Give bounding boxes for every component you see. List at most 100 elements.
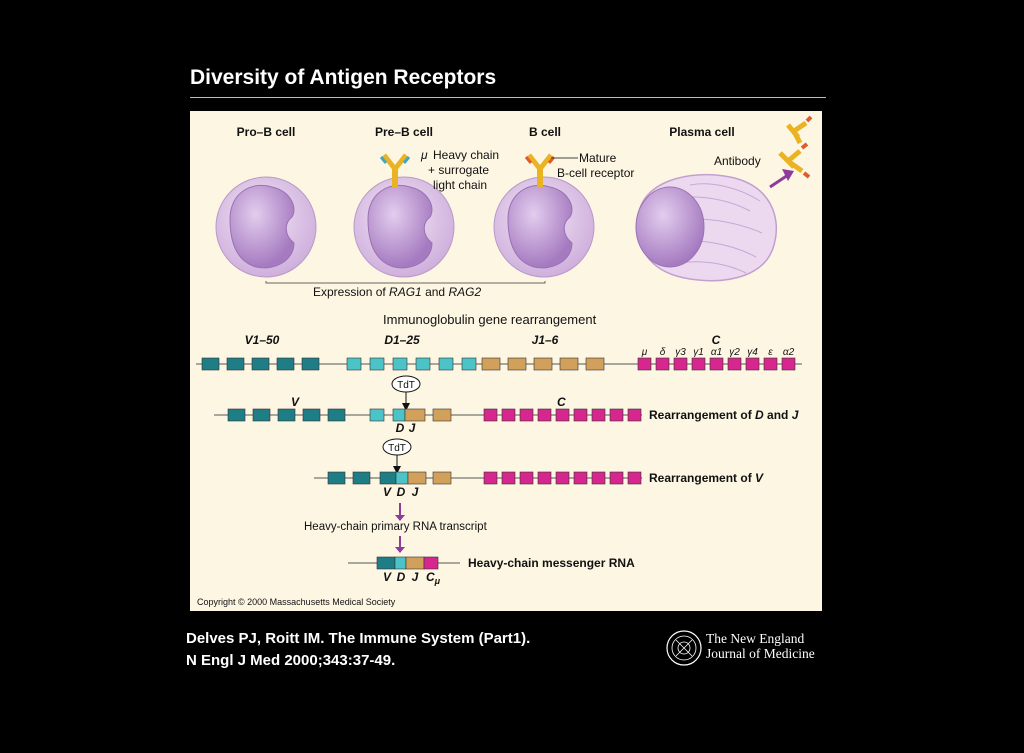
j-gene-segment xyxy=(533,357,553,371)
antibody-label: Antibody xyxy=(714,154,761,168)
v-gene-segment xyxy=(252,408,271,422)
v-gene-segment xyxy=(227,408,246,422)
c-gene-segment xyxy=(573,408,588,422)
mrna-c-segment xyxy=(423,556,439,570)
j-gene-segment xyxy=(407,471,427,485)
c-gene-segment xyxy=(655,357,670,371)
journal-name-line-2: Journal of Medicine xyxy=(706,646,815,661)
constant-gene-label: γ4 xyxy=(747,347,758,358)
light-chain-label: light chain xyxy=(433,178,487,192)
primary-transcript-label: Heavy-chain primary RNA transcript xyxy=(304,521,488,533)
v-gene-segment xyxy=(277,408,296,422)
c-gene-segment xyxy=(609,408,624,422)
citation: Delves PJ, Roitt IM. The Immune System (… xyxy=(186,628,530,672)
mrna-segments xyxy=(376,556,439,570)
c-gene-segment xyxy=(627,408,642,422)
pre-b-cell-label: Pre–B cell xyxy=(375,125,433,139)
c-gene-segment xyxy=(709,357,724,371)
c-gene-segment xyxy=(483,471,498,485)
v-gene-segment xyxy=(201,357,220,371)
title-divider xyxy=(190,97,826,98)
plasma-cell-label: Plasma cell xyxy=(669,125,734,139)
c-gene-segment xyxy=(691,357,706,371)
pro-b-cell xyxy=(215,176,317,278)
j-gene-segment xyxy=(481,357,501,371)
d-gene-segment xyxy=(346,357,362,371)
secretion-arrowhead-icon xyxy=(782,169,794,181)
b-cell-label: B cell xyxy=(529,125,561,139)
citation-line-2: N Engl J Med 2000;343:37-49. xyxy=(186,652,396,669)
c-gene-segment xyxy=(673,357,688,371)
c-gene-segment xyxy=(591,408,606,422)
j-gene-segment xyxy=(432,471,452,485)
dj-row-c-label: C xyxy=(557,395,566,409)
d-gene-segment xyxy=(392,408,406,422)
c-gene-segment xyxy=(501,471,516,485)
v-gene-segment xyxy=(352,471,371,485)
c-gene-segment xyxy=(745,357,760,371)
c-gene-segment xyxy=(519,408,534,422)
copyright-notice: Copyright © 2000 Massachusetts Medical S… xyxy=(197,597,396,607)
mrna-v-segment xyxy=(376,556,396,570)
splicing-arrowhead-icon xyxy=(395,547,405,553)
v-segments xyxy=(327,471,642,485)
constant-gene-label: α1 xyxy=(711,347,722,358)
heavy-chain-label: Heavy chain xyxy=(433,148,499,162)
c-gene-segment xyxy=(501,408,516,422)
j-gene-segment xyxy=(585,357,605,371)
c-gene-segment xyxy=(537,408,552,422)
germline-j-label: J1–6 xyxy=(532,333,559,347)
dj-row-v-label: V xyxy=(291,395,300,409)
mrna-d-label: D xyxy=(397,570,406,584)
gene-section-title: Immunoglobulin gene rearrangement xyxy=(383,312,597,327)
v-gene-segment xyxy=(379,471,397,485)
mu-symbol: μ xyxy=(420,148,428,162)
mrna-c-label: Cμ xyxy=(426,570,441,586)
germline-c-label: C xyxy=(712,333,721,347)
constant-gene-label: γ1 xyxy=(693,347,704,358)
c-gene-segment xyxy=(627,471,642,485)
secretion-arrow xyxy=(769,173,789,189)
mature-label: Mature xyxy=(579,151,617,165)
dj-rearrangement-caption: Rearrangement of D and J xyxy=(649,408,799,422)
d-gene-segment xyxy=(392,357,408,371)
c-gene-segment xyxy=(781,357,796,371)
rag-bracket xyxy=(265,281,546,284)
d-gene-segment xyxy=(369,408,385,422)
c-gene-segment xyxy=(637,357,652,371)
v-row-d-label: D xyxy=(397,485,406,499)
c-gene-segment xyxy=(519,471,534,485)
b-cell xyxy=(493,176,595,278)
c-gene-segment xyxy=(555,471,570,485)
constant-gene-label: γ2 xyxy=(729,347,740,358)
dj-segments xyxy=(227,408,642,422)
figure-diagram: Pro–B cell Pre–B cell B cell Plasma cell… xyxy=(196,115,813,607)
v-gene-segment xyxy=(276,357,295,371)
c-gene-segment xyxy=(591,471,606,485)
v-row-j-label: J xyxy=(412,485,419,499)
mrna-j-label: J xyxy=(412,570,419,584)
v-gene-segment xyxy=(301,357,320,371)
d-gene-segment xyxy=(415,357,431,371)
rag-expression-label: Expression of RAG1 and RAG2 xyxy=(313,285,481,299)
c-gene-segment xyxy=(537,471,552,485)
antibody-icon xyxy=(786,115,813,145)
c-gene-segment xyxy=(727,357,742,371)
germline-d-label: D1–25 xyxy=(384,333,420,347)
d-gene-segment xyxy=(438,357,454,371)
dj-j-label: J xyxy=(409,421,416,435)
germline-v-label: V1–50 xyxy=(245,333,280,347)
c-gene-segment xyxy=(609,471,624,485)
b-cell-receptor-icon xyxy=(524,153,578,187)
journal-name-line-1: The New England xyxy=(706,631,805,646)
surrogate-label: + surrogate xyxy=(428,163,489,177)
plasma-cell xyxy=(635,173,778,282)
j-gene-segment xyxy=(432,408,452,422)
c-gene-segment xyxy=(573,471,588,485)
journal-name: The New England Journal of Medicine xyxy=(706,631,815,661)
c-gene-segment xyxy=(483,408,498,422)
transcription-arrowhead-icon xyxy=(395,515,405,521)
v-gene-segment xyxy=(251,357,270,371)
constant-gene-label: δ xyxy=(660,347,666,358)
